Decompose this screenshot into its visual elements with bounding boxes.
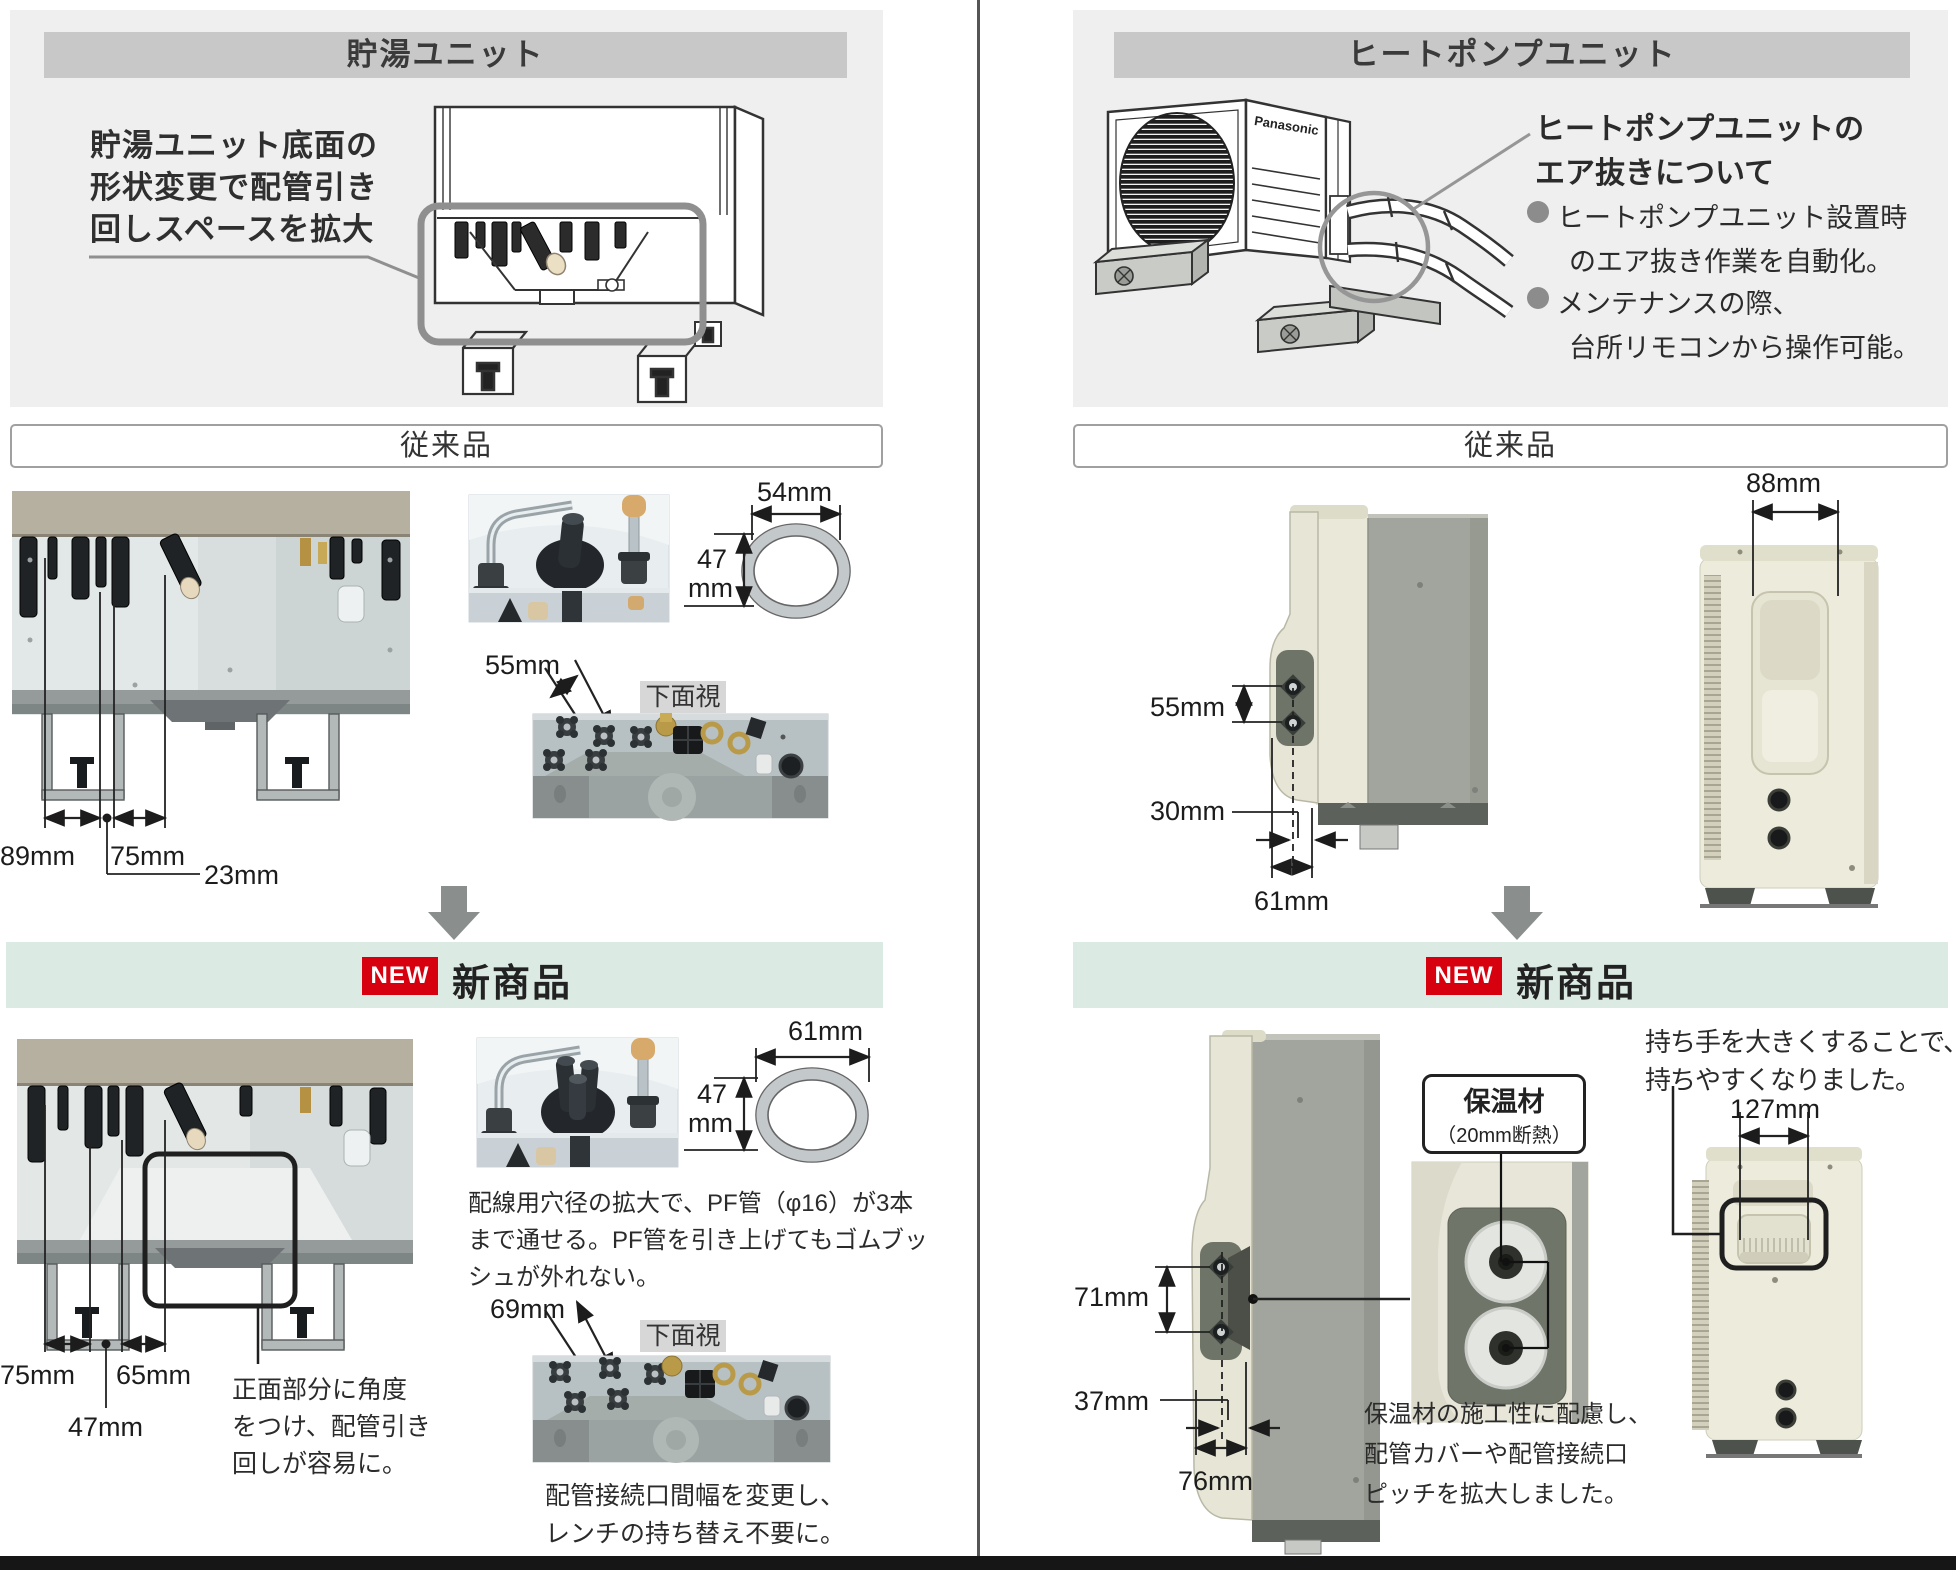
dim-75mm-old: 75mm xyxy=(110,841,186,871)
dim-76mm: 76mm xyxy=(1178,1466,1254,1496)
left-section-title: 貯湯ユニット xyxy=(44,32,847,78)
bullet2-line-1: メンテナンスの際、 xyxy=(1557,289,1800,319)
dim-61mm-right: 61mm xyxy=(1254,886,1330,916)
left-intro-line-1: 貯湯ユニット底面の xyxy=(90,128,378,163)
tank-line-drawing xyxy=(433,105,765,404)
right-down-arrow-icon xyxy=(1491,886,1543,940)
front-angle-callout-rect xyxy=(142,1151,298,1309)
column-divider xyxy=(977,0,980,1556)
hp-old-back-photo xyxy=(1699,545,1879,908)
tank-new-photo xyxy=(17,1039,413,1351)
pf-note-line-3: シュが外れない。 xyxy=(468,1264,660,1291)
hp-new-back-photo xyxy=(1692,1147,1863,1458)
heatpump-line-drawing xyxy=(1092,98,1514,354)
hp-old-back-dimensions xyxy=(1750,500,1841,596)
new-product-label-left: 新商品 xyxy=(452,963,573,1005)
front-note-line-2: をつけ、配管引き xyxy=(232,1413,431,1441)
dim-23mm: 23mm xyxy=(204,860,280,890)
insulation-note-line-1: 保温材の施工性に配慮し、 xyxy=(1364,1401,1652,1428)
dim-30mm: 30mm xyxy=(1150,796,1226,826)
insulation-note-line-3: ピッチを拡大しました。 xyxy=(1364,1481,1628,1508)
new-badge-right: NEW xyxy=(1426,957,1502,995)
new-badge-left: NEW xyxy=(362,957,438,995)
tank-new-dimensions xyxy=(42,1105,168,1408)
air-vent-callout-circle xyxy=(1317,190,1431,304)
grommet-old-diagram xyxy=(684,505,851,619)
dim-65mm: 65mm xyxy=(116,1360,192,1390)
air-vent-leader-line xyxy=(1411,132,1531,212)
intro-callout-line xyxy=(89,255,425,282)
dim-88mm: 88mm xyxy=(1746,468,1822,498)
air-title-line-2: エア抜きについて xyxy=(1535,157,1775,190)
insulation-box-title: 保温材 xyxy=(1463,1087,1545,1117)
insulation-note-line-2: 配管カバーや配管接続口 xyxy=(1364,1441,1628,1468)
left-down-arrow-icon xyxy=(428,886,480,940)
tank-new-bottomview xyxy=(532,1300,831,1463)
dim-37mm: 37mm xyxy=(1074,1386,1150,1416)
front-note-line-3: 回しが容易に。 xyxy=(232,1450,408,1478)
new-product-label-right: 新商品 xyxy=(1516,963,1637,1005)
insulation-box: 保温材 （20mm断熱） xyxy=(1422,1074,1586,1154)
dim-54mm: 54mm xyxy=(757,477,833,507)
bottom-view-tag-old: 下面視 xyxy=(640,681,726,713)
dim-47-old-num: 47 xyxy=(697,544,728,574)
tank-old-dimensions xyxy=(42,558,200,875)
bullet-dot-icon xyxy=(1527,287,1549,309)
dim-55mm-right: 55mm xyxy=(1150,692,1226,722)
bullet2-line-2: 台所リモコンから操作可能。 xyxy=(1569,333,1920,363)
dim-71mm: 71mm xyxy=(1074,1282,1150,1312)
left-intro-line-2: 形状変更で配管引き xyxy=(90,170,378,205)
dim-47-old-unit: mm xyxy=(688,573,733,603)
pf-note-line-2: まで通せる。PF管を引き上げてもゴムブッ xyxy=(468,1227,929,1254)
left-conventional-band: 従来品 xyxy=(10,424,883,468)
hp-new-side-dimensions xyxy=(1155,1252,1410,1457)
right-section-title: ヒートポンプユニット xyxy=(1114,32,1910,78)
dim-47-new-num: 47 xyxy=(697,1079,728,1109)
handle-note-line-1: 持ち手を大きくすることで、 xyxy=(1645,1027,1956,1057)
wrench-note-line-1: 配管接続口間幅を変更し、 xyxy=(545,1482,846,1510)
dim-75mm-new: 75mm xyxy=(0,1360,76,1390)
dim-55mm-old: 55mm xyxy=(485,650,561,680)
left-new-banner xyxy=(6,942,883,1008)
tank-old-photo xyxy=(12,491,410,801)
front-note-line-1: 正面部分に角度 xyxy=(232,1376,408,1404)
insulation-leader xyxy=(1499,1152,1550,1352)
tank-old-closeup-photo xyxy=(468,494,670,623)
insulation-box-sub: （20mm断熱） xyxy=(1436,1125,1572,1147)
dim-61mm-left: 61mm xyxy=(788,1016,864,1046)
hp-old-side-dimensions xyxy=(1232,683,1348,878)
wrench-note-line-2: レンチの持ち替え不要に。 xyxy=(545,1520,846,1548)
bullet-dot-icon xyxy=(1527,201,1549,223)
tank-bottom-highlight-ring xyxy=(417,202,707,346)
grommet-new-diagram xyxy=(684,1048,872,1163)
bullet1-line-1: ヒートポンプユニット設置時 xyxy=(1557,203,1908,233)
handle-leader xyxy=(1671,1086,1722,1236)
dim-47-new-unit: mm xyxy=(688,1108,733,1138)
right-conventional-band: 従来品 xyxy=(1073,424,1948,468)
right-new-banner xyxy=(1073,942,1948,1008)
air-title-line-1: ヒートポンプユニットの xyxy=(1535,113,1865,146)
handle-note-line-2: 持ちやすくなりました。 xyxy=(1645,1065,1921,1095)
dim-47mm-new: 47mm xyxy=(68,1412,144,1442)
pf-note-line-1: 配線用穴径の拡大で、PF管（φ16）が3本 xyxy=(468,1190,914,1217)
left-intro-line-3: 回しスペースを拡大 xyxy=(90,212,375,247)
bottom-view-tag-new: 下面視 xyxy=(640,1320,726,1352)
bullet1-line-2: のエア抜き作業を自動化。 xyxy=(1569,247,1893,277)
bottom-edge-bar xyxy=(0,1556,1956,1570)
dim-127mm: 127mm xyxy=(1730,1094,1821,1124)
dim-89mm: 89mm xyxy=(0,841,76,871)
tank-new-closeup-photo xyxy=(476,1037,679,1168)
hp-old-side-photo xyxy=(1269,505,1488,850)
dim-69mm: 69mm xyxy=(490,1294,566,1324)
hp-new-back-dimensions xyxy=(1737,1112,1811,1240)
tank-old-bottomview xyxy=(532,659,829,821)
